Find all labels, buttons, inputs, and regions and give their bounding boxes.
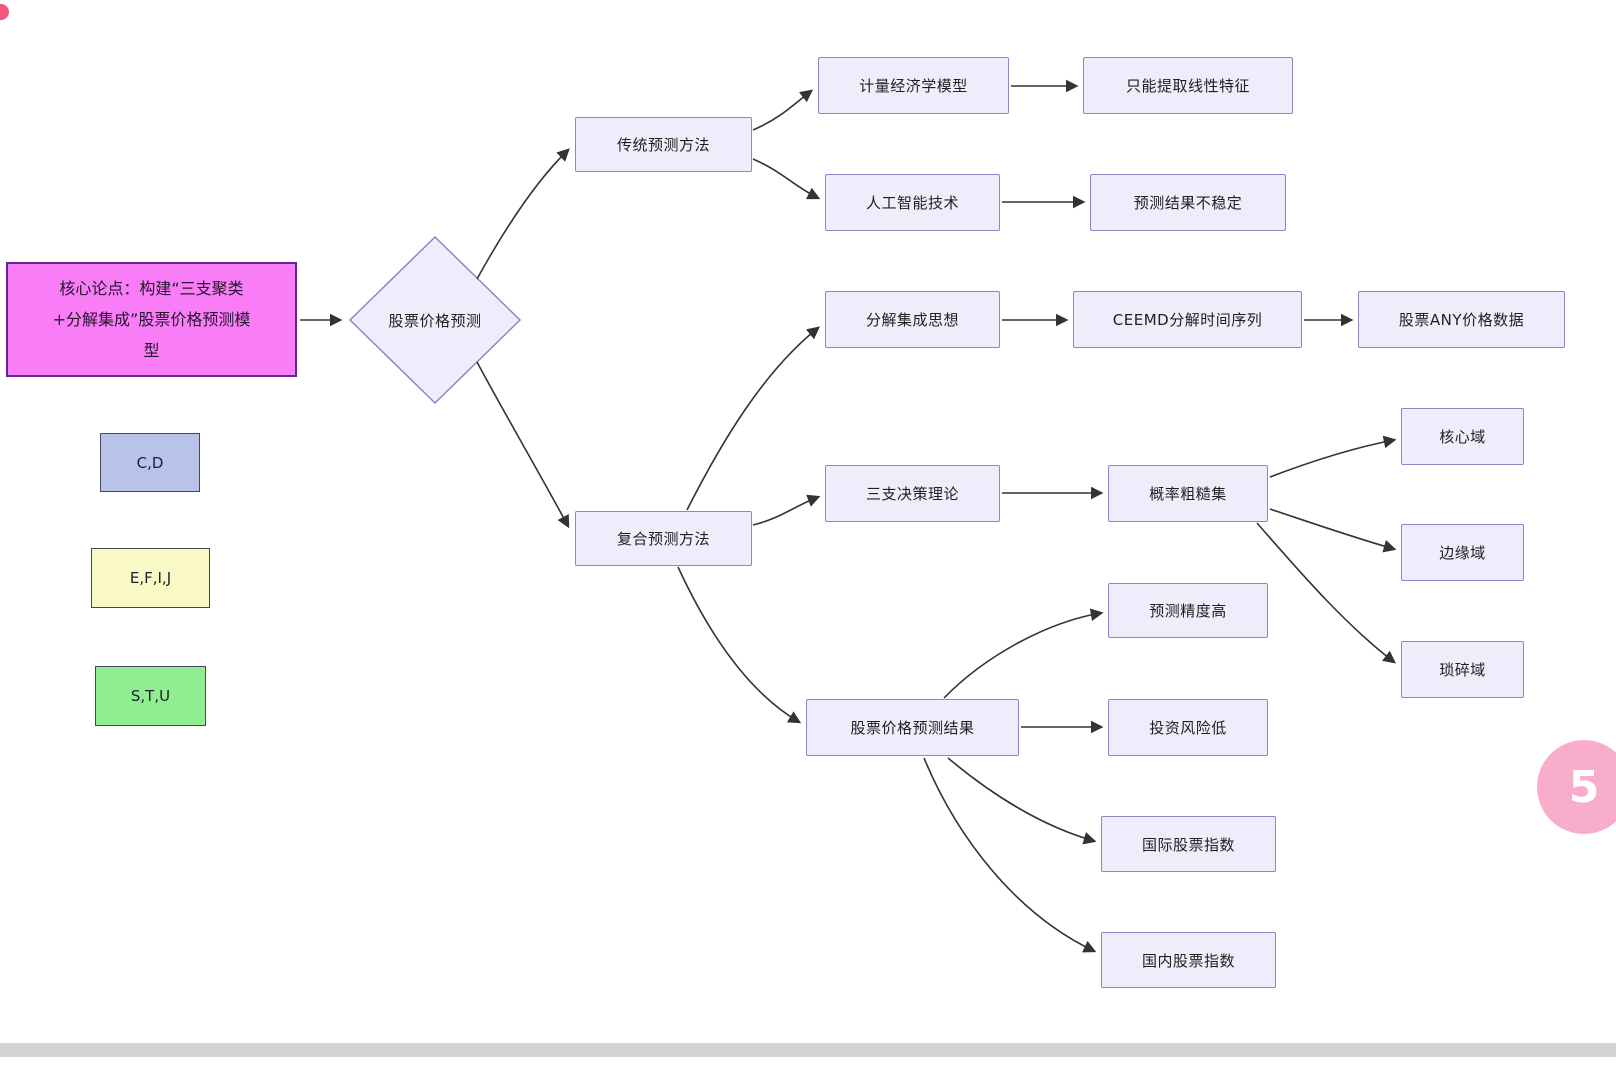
edge-diamond-to-composite <box>476 361 570 529</box>
legend-item-efij[interactable]: E,F,I,J <box>91 548 210 608</box>
node-probabilistic-rough-set[interactable]: 概率粗糙集 <box>1108 465 1268 522</box>
node-composite-methods[interactable]: 复合预测方法 <box>575 511 752 566</box>
node-ceemd-decomposition[interactable]: CEEMD分解时间序列 <box>1073 291 1302 348</box>
node-core-domain[interactable]: 核心域 <box>1401 408 1524 465</box>
node-ai-technology[interactable]: 人工智能技术 <box>825 174 1000 231</box>
edge-roughset-to-trivialdomain <box>1256 522 1397 664</box>
node-stock-any-price-data[interactable]: 股票ANY价格数据 <box>1358 291 1565 348</box>
node-domestic-index[interactable]: 国内股票指数 <box>1101 932 1276 988</box>
horizontal-scrollbar[interactable] <box>0 1043 1616 1057</box>
node-high-accuracy[interactable]: 预测精度高 <box>1108 583 1268 638</box>
edge-composite-to-decomp <box>686 326 821 511</box>
node-boundary-domain[interactable]: 边缘域 <box>1401 524 1524 581</box>
node-traditional-methods[interactable]: 传统预测方法 <box>575 117 752 172</box>
edge-result-to-intlindex <box>947 757 1097 845</box>
edge-traditional-to-ai <box>752 158 821 200</box>
node-low-investment-risk[interactable]: 投资风险低 <box>1108 699 1268 756</box>
node-international-index[interactable]: 国际股票指数 <box>1101 816 1276 872</box>
edge-roughset-to-boundarydomain <box>1269 508 1397 553</box>
core-thesis-line: +分解集成”股票价格预测模 <box>52 310 251 329</box>
node-unstable-results[interactable]: 预测结果不稳定 <box>1090 174 1286 231</box>
edge-traditional-to-econometric <box>752 89 814 131</box>
edge-composite-to-threeway <box>752 494 821 526</box>
node-decomposition-ensemble[interactable]: 分解集成思想 <box>825 291 1000 348</box>
core-thesis-node[interactable]: 核心论点：构建“三支聚类 +分解集成”股票价格预测模 型 <box>6 262 297 377</box>
node-econometric-model[interactable]: 计量经济学模型 <box>818 57 1009 114</box>
core-thesis-line: 核心论点：构建“三支聚类 <box>59 279 244 298</box>
diamond-node-label: 股票价格预测 <box>388 312 482 330</box>
floating-badge-button[interactable]: 5 <box>1537 740 1616 834</box>
core-thesis-line: 型 <box>143 341 160 360</box>
edge-diamond-to-traditional <box>476 148 570 280</box>
legend-item-stu[interactable]: S,T,U <box>95 666 206 726</box>
node-prediction-results[interactable]: 股票价格预测结果 <box>806 699 1019 756</box>
node-linear-features-only[interactable]: 只能提取线性特征 <box>1083 57 1293 114</box>
edge-roughset-to-coredomain <box>1269 435 1397 478</box>
node-trivial-domain[interactable]: 琐碎域 <box>1401 641 1524 698</box>
edge-composite-to-result <box>677 566 802 724</box>
edge-result-to-domesticindex <box>923 757 1097 953</box>
legend-item-cd[interactable]: C,D <box>100 433 200 492</box>
node-three-way-decision[interactable]: 三支决策理论 <box>825 465 1000 522</box>
corner-marker-icon <box>0 4 9 20</box>
edge-result-to-accuracy <box>943 608 1104 699</box>
